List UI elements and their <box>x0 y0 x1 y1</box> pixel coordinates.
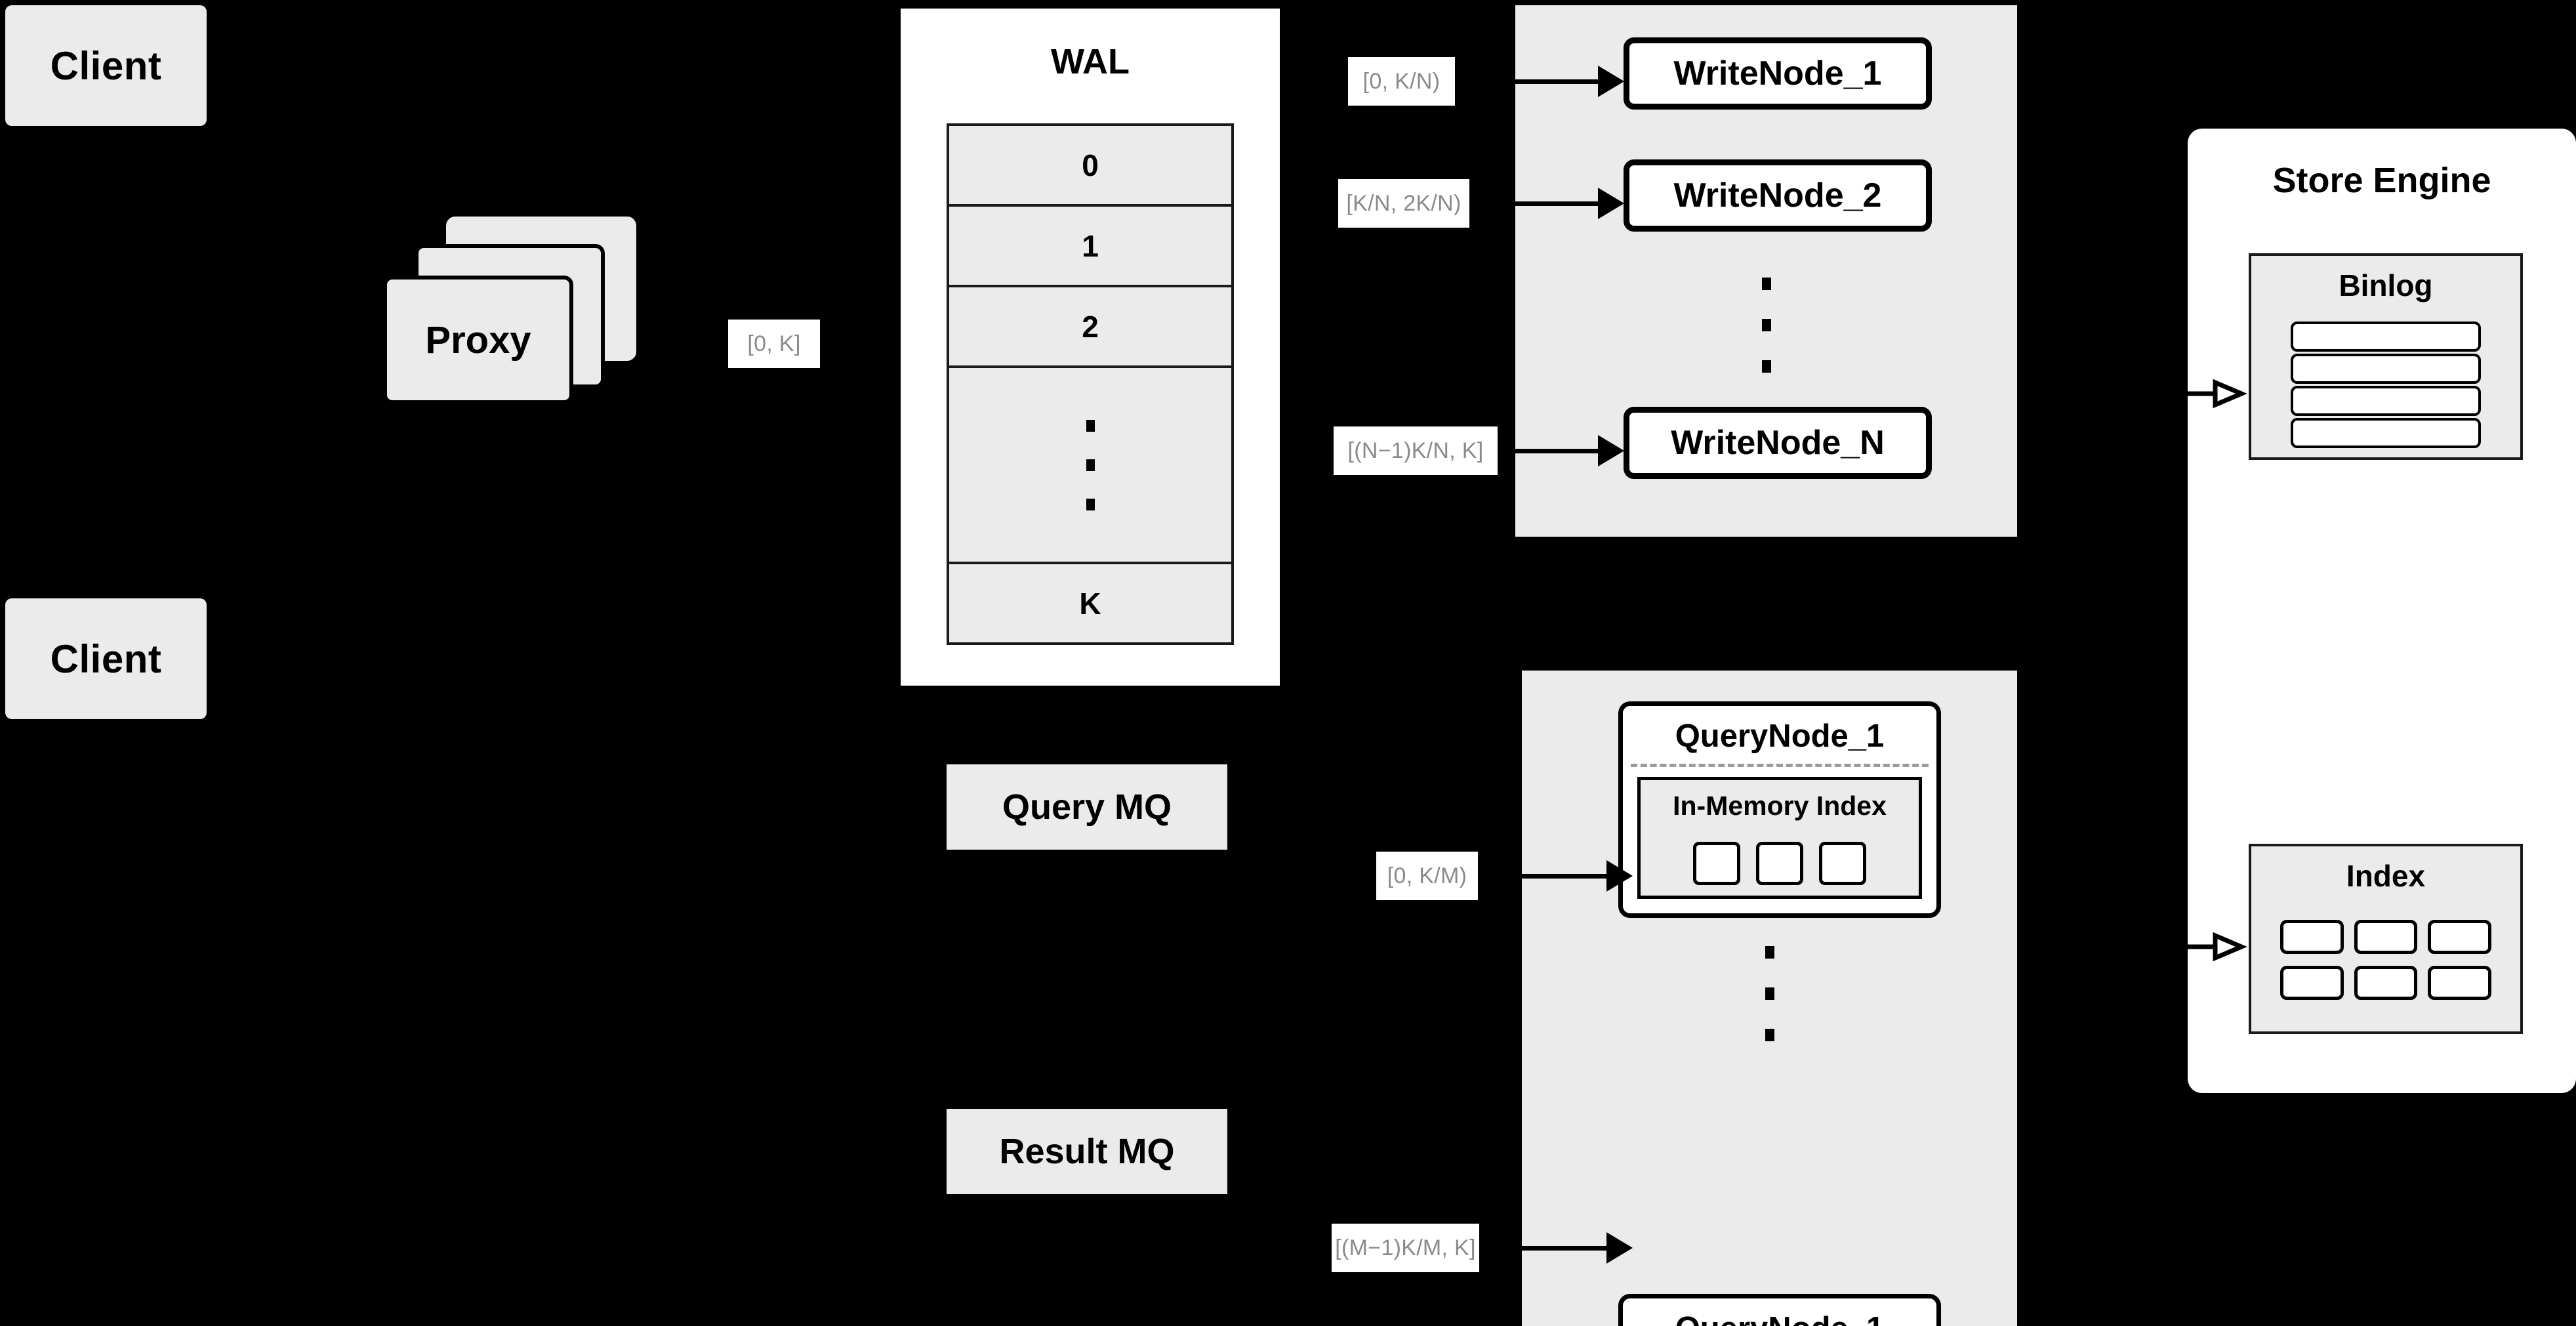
in-memory-index-title: In-Memory Index <box>1673 791 1887 821</box>
arrow-line-query-1 <box>1481 874 1609 879</box>
index-grid <box>2280 920 2491 1000</box>
write-node-label: WriteNode_N <box>1671 424 1885 462</box>
index-cell <box>2354 920 2418 954</box>
index-cell <box>2428 966 2491 1000</box>
range-label-query-node-1: [0, K/M) <box>1376 852 1478 900</box>
store-engine-panel: Store Engine Binlog Index <box>2188 129 2576 1093</box>
query-node-group: QueryNode_1 In-Memory Index QueryNode_1 … <box>1522 671 2017 1326</box>
index-cell <box>1693 842 1740 885</box>
vertical-ellipsis-dot <box>1761 360 1771 373</box>
vertical-ellipsis-dot <box>1086 498 1095 510</box>
wal-table: 0 1 2 K <box>947 123 1234 645</box>
query-node-ellipsis <box>1522 946 2017 1041</box>
write-node-n[interactable]: WriteNode_N <box>1624 407 1932 479</box>
range-label-text: [(M−1)K/M, K] <box>1335 1235 1476 1260</box>
range-label-query-node-m: [(M−1)K/M, K] <box>1332 1224 1479 1272</box>
range-label-write-node-n: [(N−1)K/N, K] <box>1334 426 1498 475</box>
write-node-group: WriteNode_1 WriteNode_2 WriteNode_N <box>1515 5 2017 537</box>
write-node-label: WriteNode_1 <box>1673 54 1882 93</box>
binlog-rows <box>2291 321 2481 448</box>
arrow-line-query-m <box>1482 1246 1609 1251</box>
range-label-text: [K/N, 2K/N) <box>1346 190 1462 216</box>
proxy-sheet-front[interactable]: Proxy <box>383 276 573 404</box>
client-box-2[interactable]: Client <box>5 598 207 719</box>
arrow-line-write-1 <box>1473 79 1601 84</box>
range-label-text: [0, K/M) <box>1387 863 1467 888</box>
wal-row: K <box>949 564 1231 642</box>
index-cell <box>2280 966 2344 1000</box>
vertical-ellipsis-dot <box>1761 319 1771 331</box>
result-mq-label: Result MQ <box>999 1132 1175 1171</box>
in-memory-index-box: In-Memory Index <box>1637 777 1922 899</box>
write-node-label: WriteNode_2 <box>1673 176 1882 215</box>
wal-row-label: 1 <box>1082 228 1099 263</box>
client-label: Client <box>50 636 162 681</box>
binlog-row <box>2291 386 2481 416</box>
binlog-row <box>2291 354 2481 384</box>
index-cell <box>2280 920 2344 954</box>
binlog-row <box>2291 418 2481 448</box>
store-engine-title: Store Engine <box>2272 161 2491 200</box>
index-cell <box>2428 920 2491 954</box>
wal-row: 0 <box>949 126 1231 207</box>
client-box-1[interactable]: Client <box>5 5 207 126</box>
query-mq-label: Query MQ <box>1002 787 1172 827</box>
in-memory-index-cells <box>1641 842 1919 885</box>
arrow-head-query-m <box>1606 1232 1633 1264</box>
range-label-proxy-to-wal: [0, K] <box>728 320 820 368</box>
wal-row-ellipsis <box>949 368 1231 564</box>
index-title: Index <box>2346 859 2426 893</box>
wal-row-label: K <box>1079 586 1101 621</box>
range-label-write-node-1: [0, K/N) <box>1348 57 1455 106</box>
wal-title: WAL <box>1051 42 1130 81</box>
write-node-2[interactable]: WriteNode_2 <box>1624 159 1932 232</box>
query-node-m[interactable]: QueryNode_1 In-Memory Index <box>1618 1294 1941 1326</box>
result-mq-box[interactable]: Result MQ <box>947 1109 1227 1194</box>
binlog-title: Binlog <box>2339 268 2433 302</box>
query-node-title: QueryNode_1 <box>1623 1310 1936 1326</box>
range-label-text: [(N−1)K/N, K] <box>1347 438 1484 463</box>
arrow-head-query-1 <box>1606 860 1633 892</box>
wal-row-label: 0 <box>1082 148 1099 182</box>
proxy-label: Proxy <box>425 318 531 362</box>
wal-panel: WAL 0 1 2 K <box>897 5 1283 689</box>
vertical-ellipsis-dot <box>1761 278 1771 290</box>
binlog-box: Binlog <box>2249 253 2523 460</box>
open-arrow-icon <box>2181 379 2247 409</box>
wal-row-label: 2 <box>1082 309 1099 344</box>
vertical-ellipsis-dot <box>1765 987 1774 1000</box>
arrow-head-write-n <box>1598 435 1624 466</box>
vertical-ellipsis-dot <box>1765 946 1774 959</box>
index-cell <box>1819 842 1866 885</box>
arrow-to-index <box>2181 927 2253 966</box>
index-box: Index <box>2249 844 2523 1034</box>
vertical-ellipsis-dot <box>1086 459 1095 471</box>
arrow-line-write-n <box>1501 449 1601 453</box>
client-label: Client <box>50 43 162 88</box>
vertical-ellipsis-dot <box>1086 419 1095 432</box>
binlog-row <box>2291 321 2481 352</box>
arrow-head-write-1 <box>1598 66 1624 97</box>
wal-row: 2 <box>949 287 1231 368</box>
open-arrow-icon <box>2181 932 2247 962</box>
query-node-1[interactable]: QueryNode_1 In-Memory Index <box>1618 701 1941 918</box>
write-node-ellipsis <box>1515 278 2017 373</box>
arrow-line-write-2 <box>1473 201 1601 206</box>
range-label-text: [0, K/N) <box>1362 68 1441 94</box>
index-cell <box>2354 966 2418 1000</box>
vertical-ellipsis-dot <box>1765 1029 1774 1041</box>
proxy-stack[interactable]: Proxy <box>380 217 669 420</box>
arrow-to-binlog <box>2181 374 2253 413</box>
query-node-title: QueryNode_1 <box>1675 718 1885 754</box>
index-cell <box>1756 842 1803 885</box>
write-node-1[interactable]: WriteNode_1 <box>1624 37 1932 110</box>
range-label-write-node-2: [K/N, 2K/N) <box>1338 179 1469 228</box>
wal-row: 1 <box>949 207 1231 287</box>
query-mq-box[interactable]: Query MQ <box>947 764 1227 850</box>
query-node-divider <box>1631 764 1929 767</box>
range-label-text: [0, K] <box>747 331 801 356</box>
arrow-head-write-2 <box>1598 188 1624 219</box>
